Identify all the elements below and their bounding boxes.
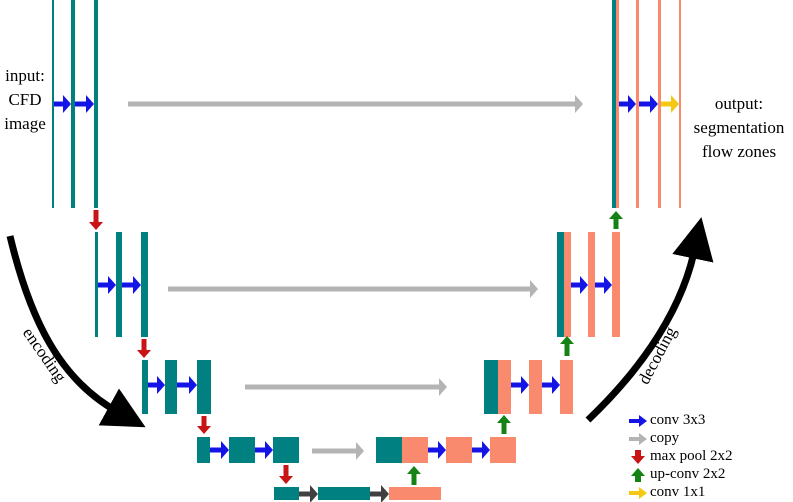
conv-arrow bbox=[595, 276, 612, 294]
maxpool-arrow bbox=[137, 339, 151, 358]
conv-arrow bbox=[255, 441, 273, 459]
bottleneck-feature-map bbox=[318, 487, 370, 500]
legend-label: copy bbox=[650, 430, 680, 446]
legend-item-conv1x1: conv 1x1 bbox=[628, 484, 705, 501]
copy-arrow bbox=[168, 280, 538, 298]
encoder-feature-map bbox=[229, 437, 255, 463]
decoder-feature-map bbox=[564, 232, 571, 337]
output-label-line-3: flow zones bbox=[701, 142, 777, 161]
arrow-up-icon bbox=[631, 467, 645, 482]
conv-arrow bbox=[619, 95, 636, 113]
conv-arrow bbox=[511, 376, 529, 394]
encoder-feature-map bbox=[141, 232, 148, 337]
encoder-feature-map bbox=[197, 360, 211, 414]
encoder-feature-map bbox=[165, 360, 177, 414]
conv-arrow bbox=[54, 95, 71, 113]
conv1x1-arrow bbox=[661, 95, 679, 113]
encoder-feature-map bbox=[94, 0, 98, 208]
input-label-line-1: input: bbox=[5, 66, 45, 85]
copied-feature-map bbox=[484, 360, 498, 414]
input-label: input: CFD image bbox=[0, 64, 50, 136]
conv-arrow bbox=[472, 441, 490, 459]
decoder-feature-map bbox=[616, 0, 619, 208]
arrow-right-icon bbox=[629, 414, 647, 427]
bottleneck-feature-map bbox=[274, 487, 299, 500]
conv-arrow bbox=[428, 441, 446, 459]
legend-item-maxpool: max pool 2x2 bbox=[628, 448, 733, 465]
decoder-feature-map bbox=[560, 360, 573, 414]
conv-arrow bbox=[75, 95, 94, 113]
output-label-line-2: segmentation bbox=[693, 118, 785, 137]
copy-arrow bbox=[312, 442, 364, 460]
maxpool-arrow bbox=[197, 416, 211, 434]
decoder-feature-map bbox=[636, 0, 639, 208]
legend-item-copy: copy bbox=[628, 430, 679, 447]
maxpool-arrow bbox=[89, 210, 103, 230]
maxpool-arrow bbox=[279, 465, 293, 484]
bottleneck-feature-map bbox=[389, 487, 441, 500]
encoding-curve-arrow bbox=[6, 235, 146, 428]
decoder-feature-map bbox=[588, 232, 595, 337]
conv-arrow bbox=[148, 376, 165, 394]
copy-arrow bbox=[245, 378, 447, 396]
conv-arrow bbox=[210, 441, 229, 459]
decoder-feature-map bbox=[446, 437, 472, 463]
copy-arrow bbox=[128, 95, 583, 113]
legend-label: max pool 2x2 bbox=[650, 448, 733, 464]
decoder-feature-map bbox=[679, 0, 681, 208]
encoder-feature-map bbox=[273, 437, 299, 463]
arrow-right-icon bbox=[629, 486, 647, 499]
encoder-feature-map bbox=[197, 437, 210, 463]
upconv-arrow bbox=[407, 466, 421, 485]
conv-arrow bbox=[299, 485, 318, 502]
decoding-curve-arrow bbox=[585, 217, 714, 423]
encoder-feature-map bbox=[95, 232, 98, 337]
upconv-arrow bbox=[497, 415, 511, 434]
decoder-feature-map bbox=[658, 0, 661, 208]
decoder-feature-map bbox=[490, 437, 516, 463]
conv-arrow bbox=[370, 485, 389, 502]
conv-arrow bbox=[122, 276, 141, 294]
copied-feature-map bbox=[557, 232, 564, 337]
arrow-right-icon bbox=[629, 432, 647, 445]
input-label-line-2: CFD bbox=[8, 90, 42, 109]
upconv-arrow bbox=[560, 336, 574, 356]
conv-arrow bbox=[571, 276, 588, 294]
input-label-line-3: image bbox=[4, 114, 46, 133]
decoder-feature-map bbox=[402, 437, 428, 463]
decoder-feature-map bbox=[529, 360, 542, 414]
encoder-feature-map bbox=[52, 0, 54, 208]
conv-arrow bbox=[177, 376, 197, 394]
decoder-feature-map bbox=[612, 232, 620, 337]
decoder-feature-map bbox=[498, 360, 511, 414]
legend-item-upconv: up-conv 2x2 bbox=[628, 466, 725, 483]
upconv-arrow bbox=[609, 211, 623, 229]
encoder-feature-map bbox=[142, 360, 148, 414]
legend-label: up-conv 2x2 bbox=[650, 466, 726, 482]
encoder-feature-map bbox=[116, 232, 122, 337]
copied-feature-map bbox=[376, 437, 402, 463]
conv-arrow bbox=[542, 376, 560, 394]
output-label: output: segmentation flow zones bbox=[684, 92, 793, 164]
legend-item-conv3x3: conv 3x3 bbox=[628, 412, 705, 429]
conv-arrow bbox=[639, 95, 658, 113]
arrow-down-icon bbox=[631, 449, 645, 464]
output-label-line-1: output: bbox=[714, 94, 764, 113]
conv-arrow bbox=[98, 276, 116, 294]
legend-label: conv 1x1 bbox=[650, 484, 706, 500]
legend-label: conv 3x3 bbox=[650, 412, 706, 428]
encoder-feature-map bbox=[71, 0, 75, 208]
copied-feature-map bbox=[612, 0, 616, 208]
